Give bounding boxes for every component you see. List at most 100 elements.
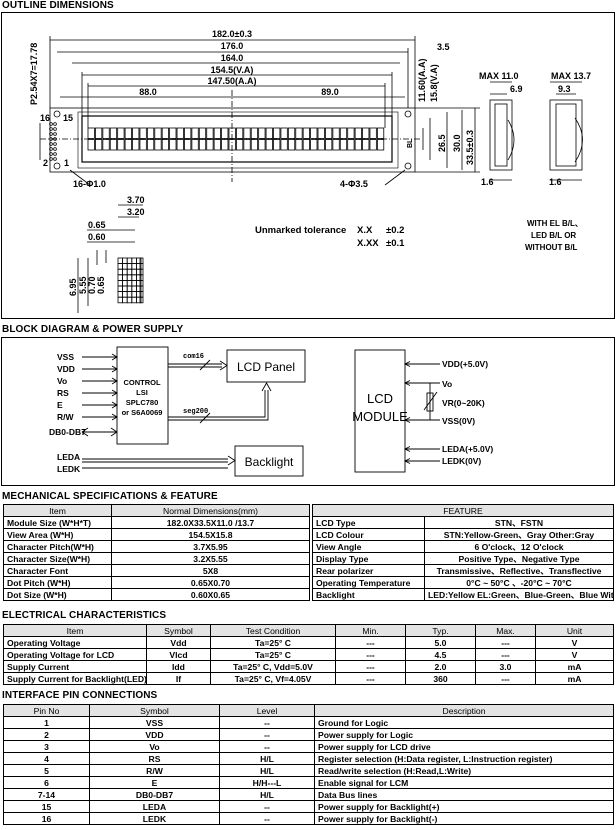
controller-label: or S6A0069 [122, 408, 163, 417]
side-max-13-7: MAX 13.7 [551, 71, 591, 81]
dim-right-half: 89.0 [321, 87, 339, 97]
table-cell: RS [89, 752, 220, 765]
mechanical-table: Item Normal Dimensions(mm) Module Size (… [3, 504, 310, 601]
character-cell [235, 139, 244, 151]
mount-holes-label: 4-Φ3.5 [340, 179, 368, 189]
table-cell: 15 [3, 800, 90, 813]
table-cell: H/H---L [219, 776, 315, 789]
feature-value: Transmissive、Reflective、Transflective [424, 564, 614, 577]
lcd-module-box [354, 349, 406, 473]
character-cell [339, 139, 348, 151]
table-row: Character Pitch(W*H)3.7X5.95 [3, 540, 310, 553]
pin-hole [49, 157, 53, 161]
character-cell [302, 127, 310, 139]
bl-note-1: WITH EL B/L、 [527, 219, 583, 228]
table-cell: 7-14 [3, 788, 90, 801]
character-cell [146, 127, 155, 139]
input-label: E [57, 400, 63, 410]
table-cell: H/L [219, 788, 315, 801]
table-cell: --- [475, 648, 536, 661]
character-cell [258, 139, 266, 151]
character-cell [295, 127, 303, 139]
character-cell [213, 127, 221, 139]
character-cell [280, 139, 288, 151]
dot-cell [131, 291, 137, 298]
table-cell: V [535, 636, 614, 649]
dot-cell [135, 296, 142, 304]
dim-26-5: 26.5 [437, 134, 447, 152]
tolerance-label: Unmarked tolerance [255, 225, 346, 236]
char-pitch-width: 3.70 [127, 195, 145, 205]
table-cell: H/L [219, 764, 315, 777]
dot-cell [139, 285, 144, 292]
com-label: com16 [183, 353, 204, 361]
header-dimensions: Normal Dimensions(mm) [111, 504, 310, 517]
character-cell [280, 127, 288, 139]
dot-cell [131, 296, 137, 304]
character-cell [206, 127, 214, 139]
dot-cell [126, 279, 133, 287]
character-cell [317, 139, 325, 151]
dot-cell [131, 279, 137, 287]
header-item: Item [3, 504, 112, 517]
side-9-3: 9.3 [558, 84, 571, 94]
dim-active-area-height: 11.60(A.A) [417, 58, 427, 102]
power-vss: VSS(0V) [442, 416, 475, 426]
character-cell [206, 139, 214, 151]
dot-cell [117, 285, 123, 292]
table-cell: If [146, 672, 211, 685]
feature-item: Backlight [312, 588, 425, 601]
character-cell [287, 127, 296, 139]
backlight-input: LEDK [57, 464, 81, 474]
dot-cell [126, 274, 133, 281]
table-cell: --- [335, 636, 406, 649]
dot-cell [126, 257, 133, 264]
dot-cell [122, 263, 128, 270]
character-cell [273, 139, 281, 151]
character-cell [198, 127, 207, 139]
pin-1-label: 1 [64, 158, 69, 168]
character-cell [369, 139, 377, 151]
table-cell: 360 [405, 672, 476, 685]
input-label: VSS [57, 352, 74, 362]
table-cell: Vo [89, 740, 220, 753]
dot-cell [117, 279, 123, 287]
power-vdd: VDD(+5.0V) [442, 359, 488, 369]
character-cell [339, 127, 348, 139]
pin-holes-label: 16-Φ1.0 [73, 179, 106, 189]
table-cell: 3.0 [475, 660, 536, 673]
pin-hole [53, 127, 57, 131]
spec-value: 154.5X15.8 [111, 528, 310, 541]
spec-item: Dot Size (W*H) [3, 588, 112, 601]
character-cell [354, 127, 362, 139]
character-cell [250, 139, 259, 151]
feature-value: STN、FSTN [424, 516, 614, 529]
spec-item: Character Pitch(W*H) [3, 540, 112, 553]
character-cell [302, 139, 310, 151]
feature-item: LCD Type [312, 516, 425, 529]
lcd-panel-label: LCD Panel [237, 360, 295, 374]
dim-left-half: 88.0 [139, 87, 157, 97]
character-cell [191, 139, 199, 151]
column-header: Symbol [146, 624, 211, 637]
table-cell: -- [219, 812, 315, 825]
character-cell [117, 139, 125, 151]
pin-hole [49, 122, 53, 126]
table-cell: -- [219, 800, 315, 813]
character-cell [146, 139, 155, 151]
character-cell [198, 139, 207, 151]
character-cell [376, 139, 385, 151]
table-cell: 4.5 [405, 648, 476, 661]
dim-164: 164.0 [221, 53, 244, 63]
table-cell: LEDA [89, 800, 220, 813]
spec-item: View Area (W*H) [3, 528, 112, 541]
input-label: Vo [57, 376, 67, 386]
side-max-11: MAX 11.0 [479, 71, 519, 81]
table-cell: Power supply for Backlight(-) [314, 812, 614, 825]
pin-hole [49, 127, 53, 131]
table-cell: --- [475, 636, 536, 649]
dot-cell [122, 291, 128, 298]
